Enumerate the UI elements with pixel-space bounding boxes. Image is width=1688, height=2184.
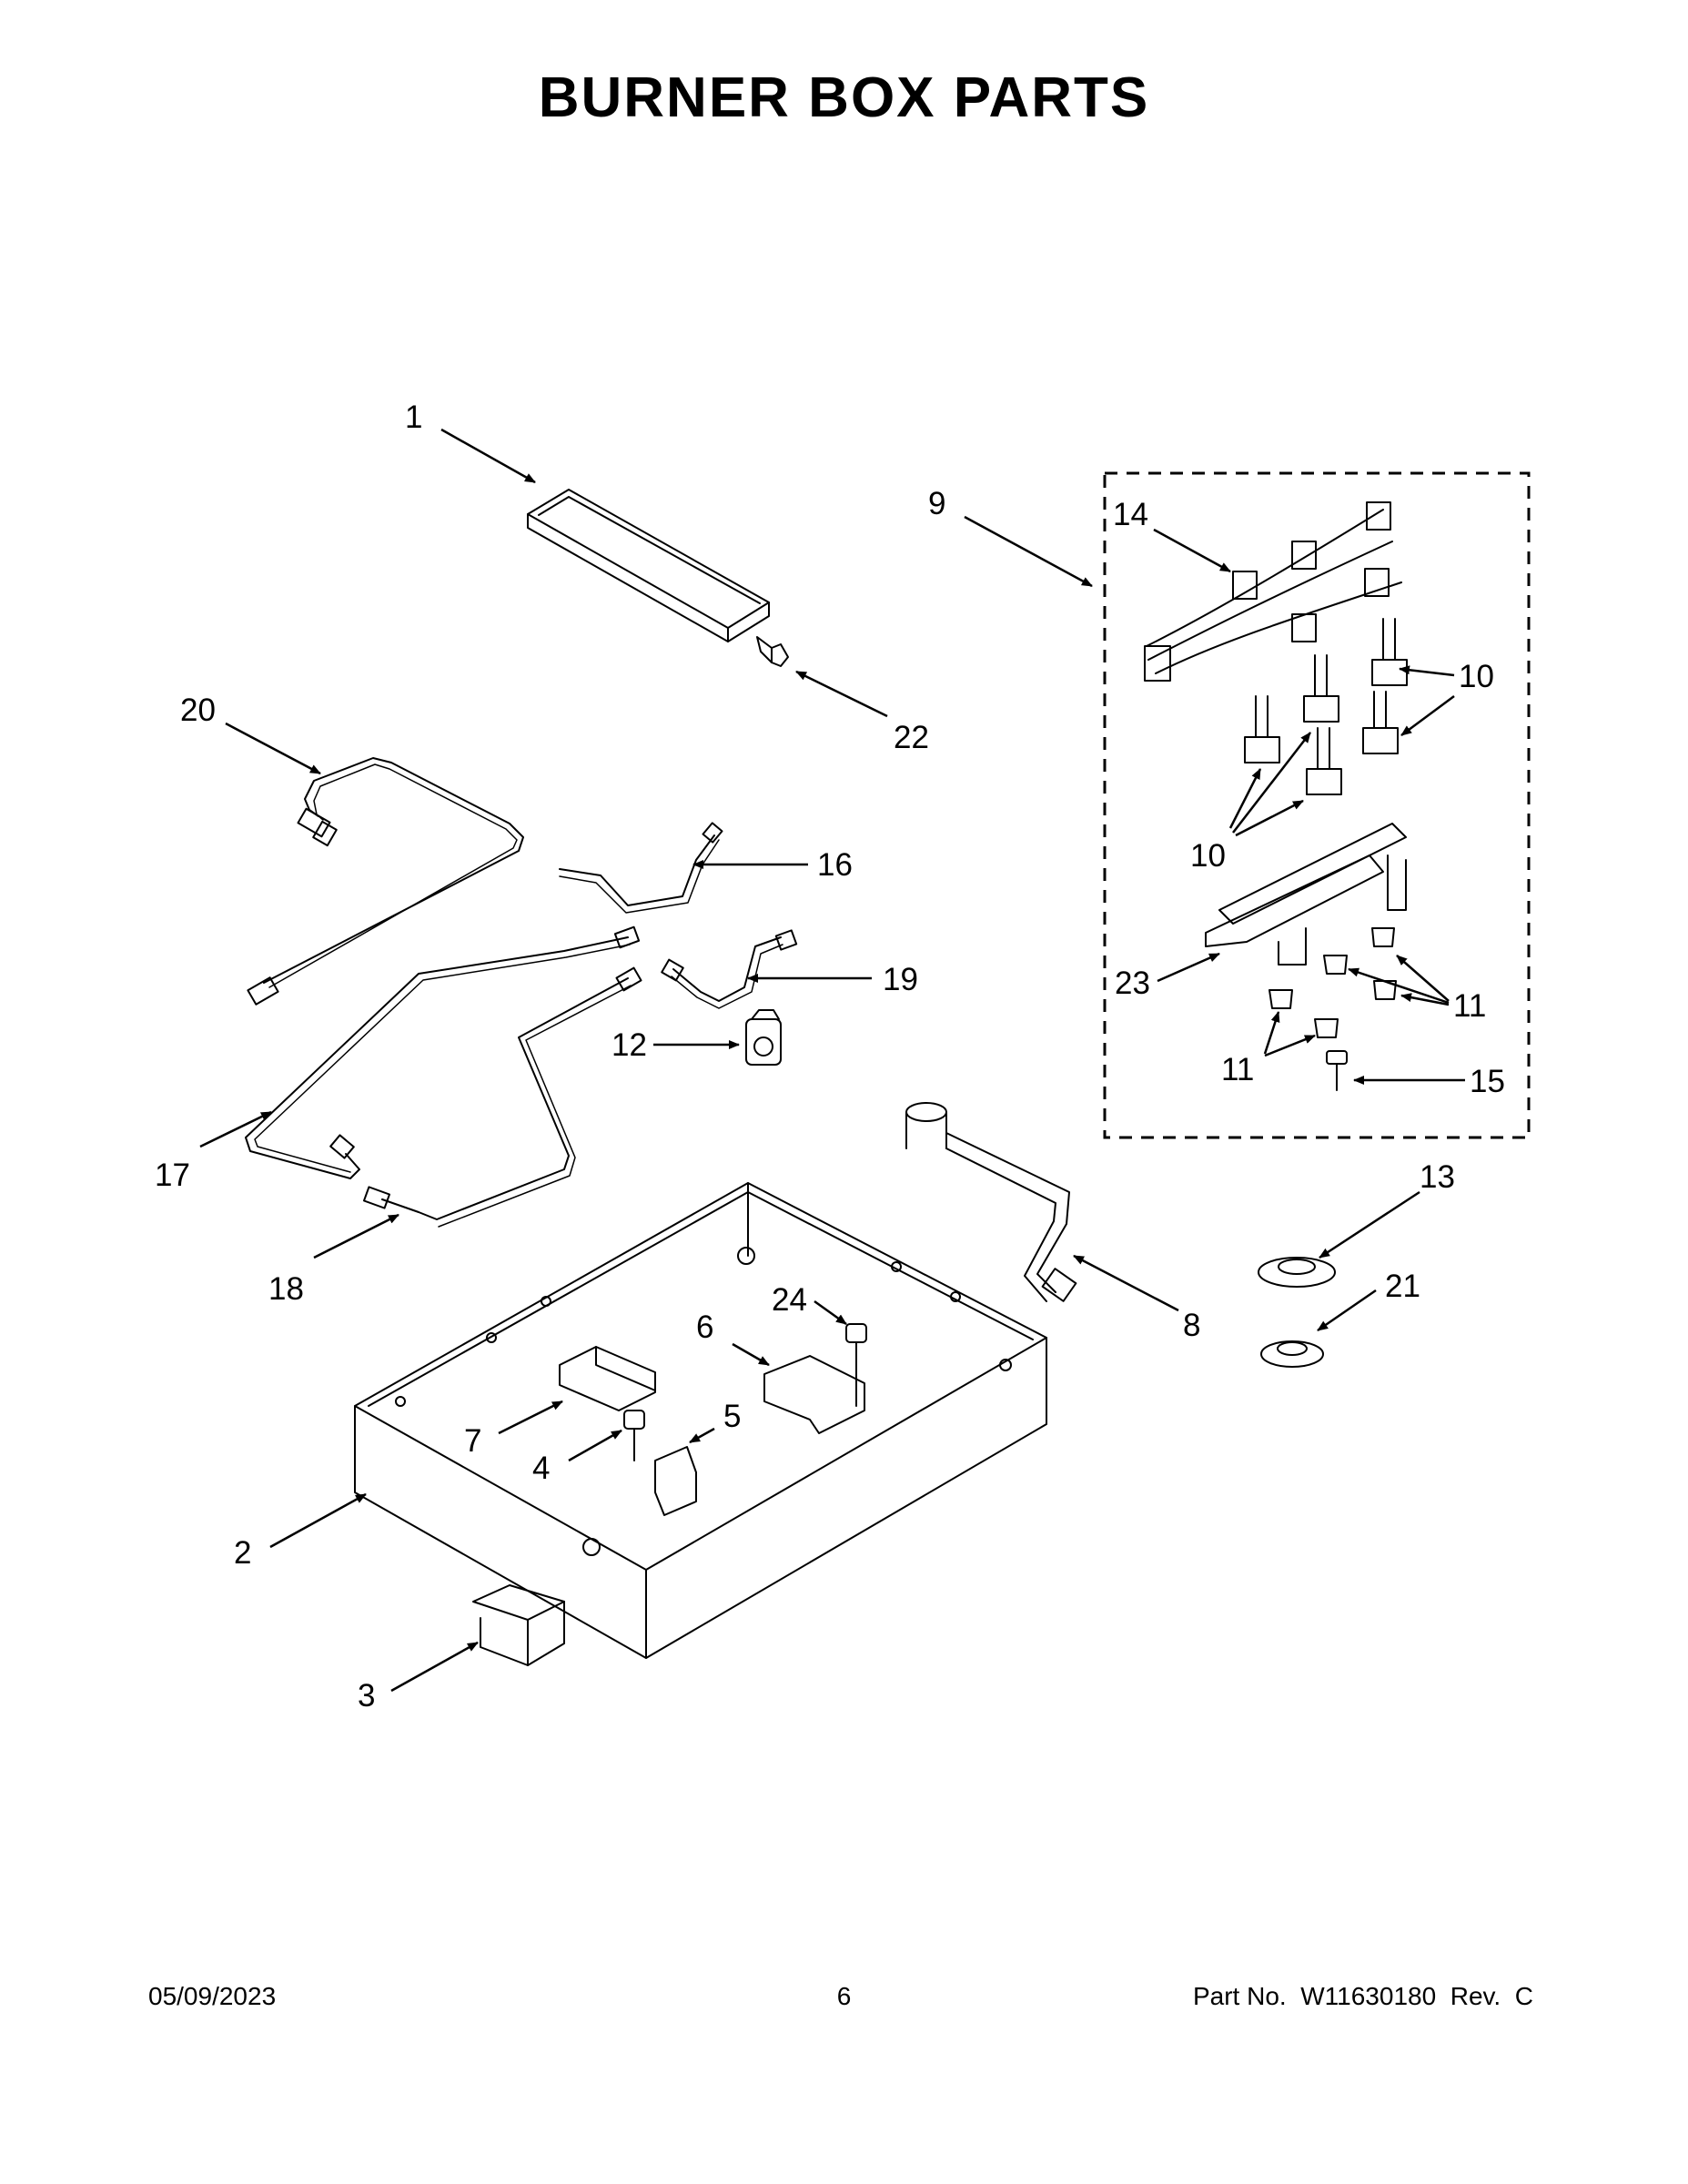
leader-24: [814, 1299, 847, 1326]
part-18-tube: [381, 977, 629, 1220]
part-19-tube: [672, 936, 782, 1002]
leader-17: [199, 1110, 272, 1148]
leader-2: [269, 1492, 367, 1549]
part-5-bracket: [654, 1446, 697, 1516]
leader-10-right-b: [1400, 694, 1455, 737]
leader-7: [498, 1400, 563, 1435]
callout-23: 23: [1115, 966, 1150, 1001]
callout-11-left: 11: [1221, 1052, 1254, 1087]
part-22-fitting: [756, 636, 789, 667]
part-16-tube: [559, 834, 715, 906]
leader-11-left-b: [1264, 1034, 1316, 1057]
callout-9: 9: [928, 486, 945, 521]
leader-9: [964, 515, 1093, 588]
leader-18: [313, 1213, 399, 1259]
part-11-clips: [1269, 927, 1397, 1038]
leader-6: [732, 1342, 770, 1367]
callout-7: 7: [464, 1423, 481, 1459]
callout-11-right: 11: [1453, 988, 1486, 1024]
callout-14: 14: [1113, 497, 1148, 532]
callout-3: 3: [358, 1678, 375, 1714]
callout-10-left: 10: [1190, 838, 1226, 874]
callout-22: 22: [894, 720, 929, 755]
part-8-manifold: [905, 1102, 1077, 1302]
footer-page-number: 6: [836, 1982, 852, 2010]
leader-20: [225, 722, 321, 775]
callout-4: 4: [532, 1451, 550, 1486]
callout-1: 1: [405, 399, 422, 435]
leader-8: [1073, 1254, 1179, 1312]
leader-11-right-c: [1400, 993, 1450, 1006]
part-20-tube: [263, 757, 524, 984]
leader-10-left-c: [1235, 799, 1304, 837]
part-14-harness: [1144, 501, 1402, 682]
callout-12: 12: [612, 1027, 647, 1063]
footer-date: 05/09/2023: [148, 1982, 277, 2010]
footer-part-number: Part No. W11630180 Rev. C: [1192, 1982, 1533, 2010]
leader-11-right-b: [1348, 967, 1450, 1005]
part-7-terminal-block: [559, 1346, 656, 1411]
callout-17: 17: [155, 1158, 190, 1193]
callout-10-right: 10: [1459, 659, 1494, 694]
callout-13: 13: [1420, 1159, 1455, 1195]
callout-16: 16: [817, 847, 853, 883]
callout-18: 18: [268, 1271, 304, 1307]
part-24-screw: [845, 1323, 867, 1407]
part-15-screw: [1326, 1050, 1348, 1091]
callout-24: 24: [772, 1282, 807, 1318]
leader-10-left-a: [1228, 768, 1262, 829]
leader-5: [689, 1427, 715, 1444]
callout-15: 15: [1470, 1064, 1505, 1099]
leader-3: [390, 1641, 479, 1693]
part-2-burner-box: [354, 1182, 1047, 1659]
leader-23: [1157, 952, 1220, 983]
part-21-burner-cap: [1260, 1340, 1324, 1368]
part-23-burner: [1205, 823, 1407, 966]
leader-10-left-b: [1232, 732, 1311, 834]
part-6-cover: [763, 1355, 865, 1434]
leader-4: [568, 1429, 622, 1462]
page-title: BURNER BOX PARTS: [538, 66, 1150, 129]
leader-1: [440, 428, 536, 484]
leader-14: [1153, 528, 1231, 573]
part-17-fittings: [329, 925, 641, 1159]
callout-6: 6: [696, 1309, 713, 1345]
part-13-burner-cap: [1258, 1257, 1336, 1288]
callout-8: 8: [1183, 1308, 1200, 1343]
kit-9-boundary: [1103, 471, 1531, 1139]
part-18-fittings: [362, 966, 642, 1209]
part-1-bracket: [527, 489, 770, 642]
part-10-valves: [1244, 618, 1408, 795]
callout-5: 5: [723, 1399, 741, 1434]
leader-11-right-a: [1396, 955, 1450, 1002]
callout-20: 20: [180, 693, 216, 728]
callout-19: 19: [883, 962, 918, 997]
part-12-valve: [745, 1009, 782, 1066]
part-17-tube: [245, 936, 629, 1179]
callout-2: 2: [234, 1535, 251, 1571]
leader-11-left-a: [1263, 1011, 1280, 1055]
part-3-box: [472, 1584, 565, 1666]
leader-22: [795, 670, 888, 718]
leader-21: [1317, 1289, 1377, 1332]
part-20-fitting: [247, 807, 338, 1006]
leader-13: [1319, 1190, 1420, 1259]
callout-21: 21: [1385, 1269, 1420, 1304]
part-4-screw: [623, 1410, 645, 1461]
leader-10-right: [1399, 665, 1455, 677]
